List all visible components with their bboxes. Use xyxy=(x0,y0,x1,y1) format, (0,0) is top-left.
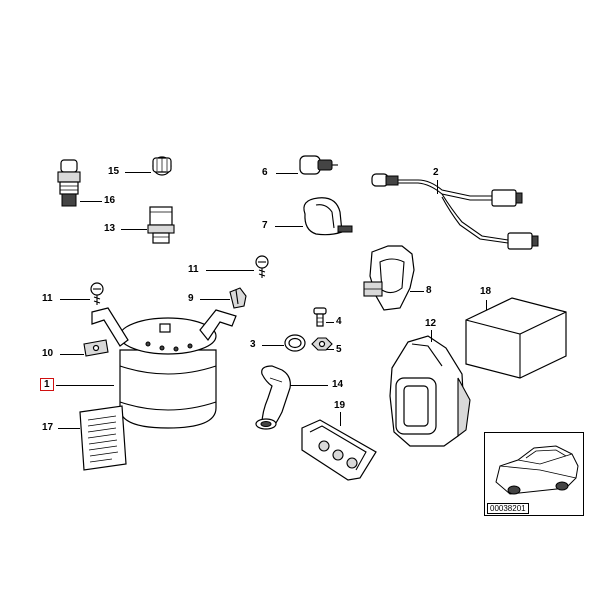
part-8-bracket[interactable] xyxy=(363,245,415,311)
leader-5 xyxy=(326,349,334,350)
part-12-air-duct[interactable] xyxy=(389,335,471,447)
part-9-clip[interactable] xyxy=(229,287,247,309)
callout-16[interactable]: 16 xyxy=(104,195,116,206)
part-7-clamp[interactable] xyxy=(303,197,353,236)
part-11-screw-lower[interactable] xyxy=(90,282,104,305)
callout-10[interactable]: 10 xyxy=(42,348,54,359)
part-16-valve[interactable] xyxy=(57,159,81,207)
callout-6[interactable]: 6 xyxy=(262,167,268,178)
leader-11b xyxy=(60,299,90,300)
callout-1-highlighted[interactable]: 1 xyxy=(40,378,54,391)
leader-1 xyxy=(56,385,114,386)
part-5-nut[interactable] xyxy=(311,337,333,351)
part-10-mounting-bracket[interactable] xyxy=(83,307,237,357)
leader-17 xyxy=(58,428,80,429)
leader-10 xyxy=(60,354,84,355)
part-19-grommet-plate[interactable] xyxy=(301,419,377,481)
part-17-label[interactable] xyxy=(79,405,127,471)
part-1-receiver-drier[interactable] xyxy=(119,317,217,429)
part-15-cap[interactable] xyxy=(152,156,172,176)
part-14-hose[interactable] xyxy=(255,365,291,430)
leader-6 xyxy=(276,173,298,174)
callout-8[interactable]: 8 xyxy=(426,285,432,296)
leader-12 xyxy=(431,330,432,342)
callout-5[interactable]: 5 xyxy=(336,344,342,355)
part-13-pressure-switch[interactable] xyxy=(147,206,175,244)
part-18-foam-pad[interactable] xyxy=(465,297,567,379)
callout-11-lower[interactable]: 11 xyxy=(42,293,53,304)
part-4-bolt[interactable] xyxy=(313,307,327,327)
callout-9[interactable]: 9 xyxy=(188,293,194,304)
part-6-connector[interactable] xyxy=(299,155,338,175)
callout-14[interactable]: 14 xyxy=(332,379,344,390)
callout-11-upper[interactable]: 11 xyxy=(188,264,199,275)
leader-4 xyxy=(326,322,334,323)
leader-2 xyxy=(437,180,438,194)
part-2-wiring-harness[interactable] xyxy=(371,173,539,250)
callout-15[interactable]: 15 xyxy=(108,166,120,177)
leader-11a xyxy=(206,270,254,271)
leader-13 xyxy=(121,229,147,230)
callout-7[interactable]: 7 xyxy=(262,220,268,231)
leader-7 xyxy=(275,226,303,227)
callout-17[interactable]: 17 xyxy=(42,422,54,433)
part-11-screw-upper[interactable] xyxy=(255,255,269,278)
leader-3 xyxy=(262,345,284,346)
leader-8 xyxy=(410,291,424,292)
leader-18 xyxy=(486,300,487,310)
part-3-o-ring[interactable] xyxy=(284,334,306,352)
callout-18[interactable]: 18 xyxy=(480,286,492,297)
leader-19 xyxy=(340,412,341,426)
callout-13[interactable]: 13 xyxy=(104,223,116,234)
callout-3[interactable]: 3 xyxy=(250,339,256,350)
reference-code: 00038201 xyxy=(487,503,529,514)
callout-19[interactable]: 19 xyxy=(334,400,346,411)
callout-4[interactable]: 4 xyxy=(336,316,342,327)
leader-14 xyxy=(290,385,328,386)
leader-9 xyxy=(200,299,230,300)
callout-12[interactable]: 12 xyxy=(425,318,437,329)
callout-2[interactable]: 2 xyxy=(433,167,439,178)
leader-16 xyxy=(80,201,102,202)
leader-15 xyxy=(125,172,151,173)
